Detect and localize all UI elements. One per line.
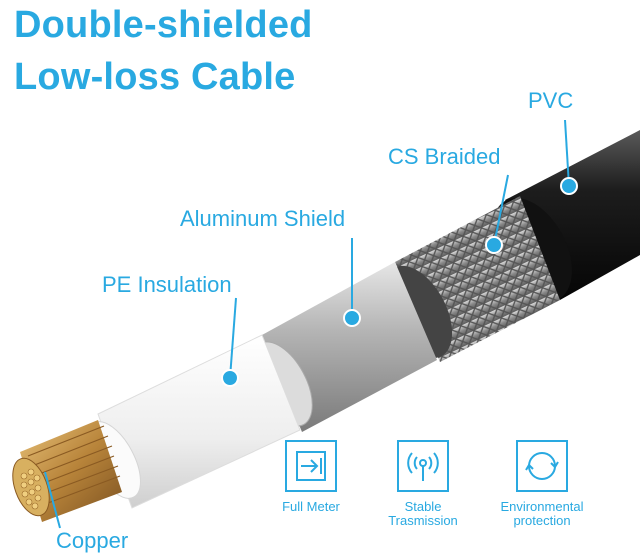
label-pvc: PVC [528, 88, 574, 113]
title-line-1: Double-shielded [14, 4, 313, 46]
feature-label-environmental-protection: Environmental protection [500, 499, 584, 529]
label-pe-insulation: PE Insulation [102, 272, 232, 297]
recycle-icon [516, 440, 568, 492]
full-meter-icon [285, 440, 337, 492]
signal-antenna-icon [397, 440, 449, 492]
feature-full-meter: Full Meter [266, 440, 356, 514]
feature-environmental-protection: Environmental protection [492, 440, 592, 529]
feature-label-full-meter: Full Meter [282, 499, 340, 514]
feature-label-stable-transmission: Stable Trasmission [388, 499, 458, 529]
label-copper: Copper [56, 528, 129, 553]
feature-stable-transmission: Stable Trasmission [378, 440, 468, 529]
label-cs-braided: CS Braided [388, 144, 501, 169]
callout-lines [44, 119, 570, 529]
label-aluminum-shield: Aluminum Shield [180, 206, 346, 231]
title-line-2: Low-loss Cable [14, 56, 296, 98]
callout-dots [221, 177, 578, 387]
copper-conductor [12, 420, 122, 522]
